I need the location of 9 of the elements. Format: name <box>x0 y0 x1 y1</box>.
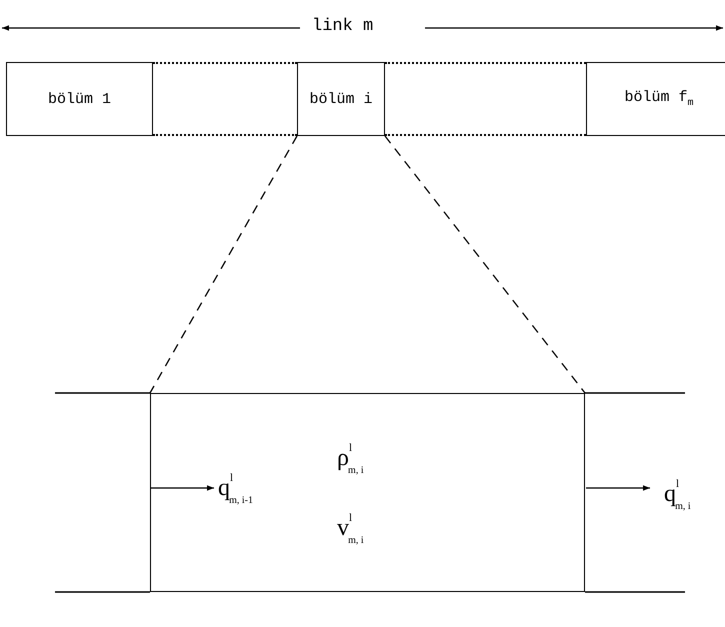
segment-box: bölüm f$_{m}$ <box>586 62 725 136</box>
segment-box: bölüm i <box>297 62 385 136</box>
zoom-line <box>149 136 298 394</box>
road-section-box <box>150 393 585 592</box>
zoom-line <box>384 136 586 394</box>
segment-box: bölüm 1 <box>6 62 153 136</box>
road-segment-box <box>153 62 297 136</box>
road-segment-box <box>385 62 586 136</box>
dimension-label: link m <box>312 17 374 36</box>
